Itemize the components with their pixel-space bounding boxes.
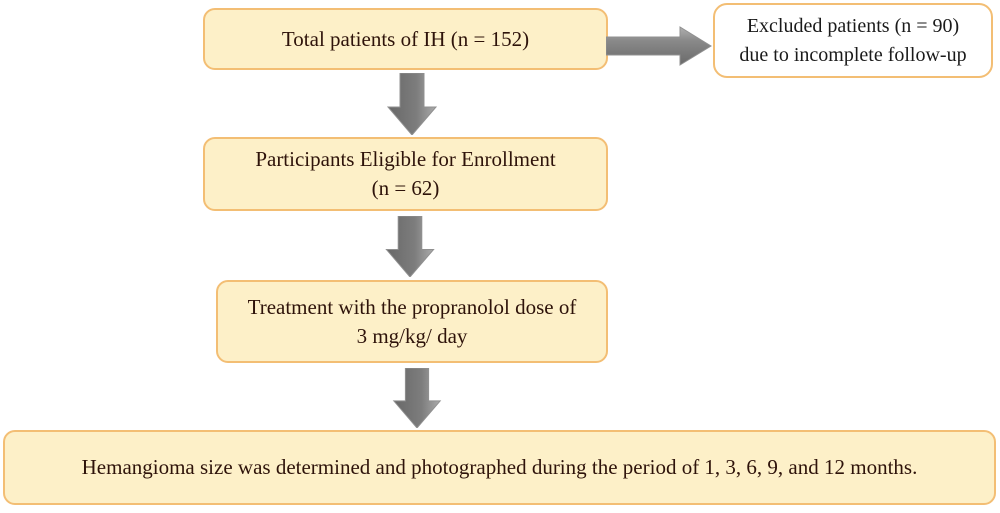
flow-box-text: Treatment with the propranolol dose of [247, 294, 577, 319]
flow-box-eligible-participants: Participants Eligible for Enrollment (n … [203, 137, 608, 211]
flow-box-text: Hemangioma size was determined and photo… [81, 455, 918, 480]
flow-box-outcome: Hemangioma size was determined and photo… [3, 430, 996, 505]
flow-box-text: (n = 62) [371, 176, 440, 200]
flow-box-text: due to incomplete follow-up [739, 43, 967, 66]
down-arrow-icon [385, 216, 435, 277]
flow-box-treatment: Treatment with the propranolol dose of 3… [216, 280, 608, 363]
flow-box-text: 3 mg/kg/ day [356, 323, 468, 348]
down-arrow-icon [392, 368, 442, 428]
down-arrow-icon [386, 73, 438, 135]
flow-box-text: Excluded patients (n = 90) [746, 14, 960, 37]
flow-box-excluded-patients: Excluded patients (n = 90) due to incomp… [713, 3, 993, 78]
right-arrow-icon [606, 26, 712, 66]
flow-box-text: Total patients of IH (n = 152) [281, 26, 530, 51]
flow-box-text: Participants Eligible for Enrollment [255, 147, 556, 172]
flow-box-total-patients: Total patients of IH (n = 152) [203, 8, 608, 70]
